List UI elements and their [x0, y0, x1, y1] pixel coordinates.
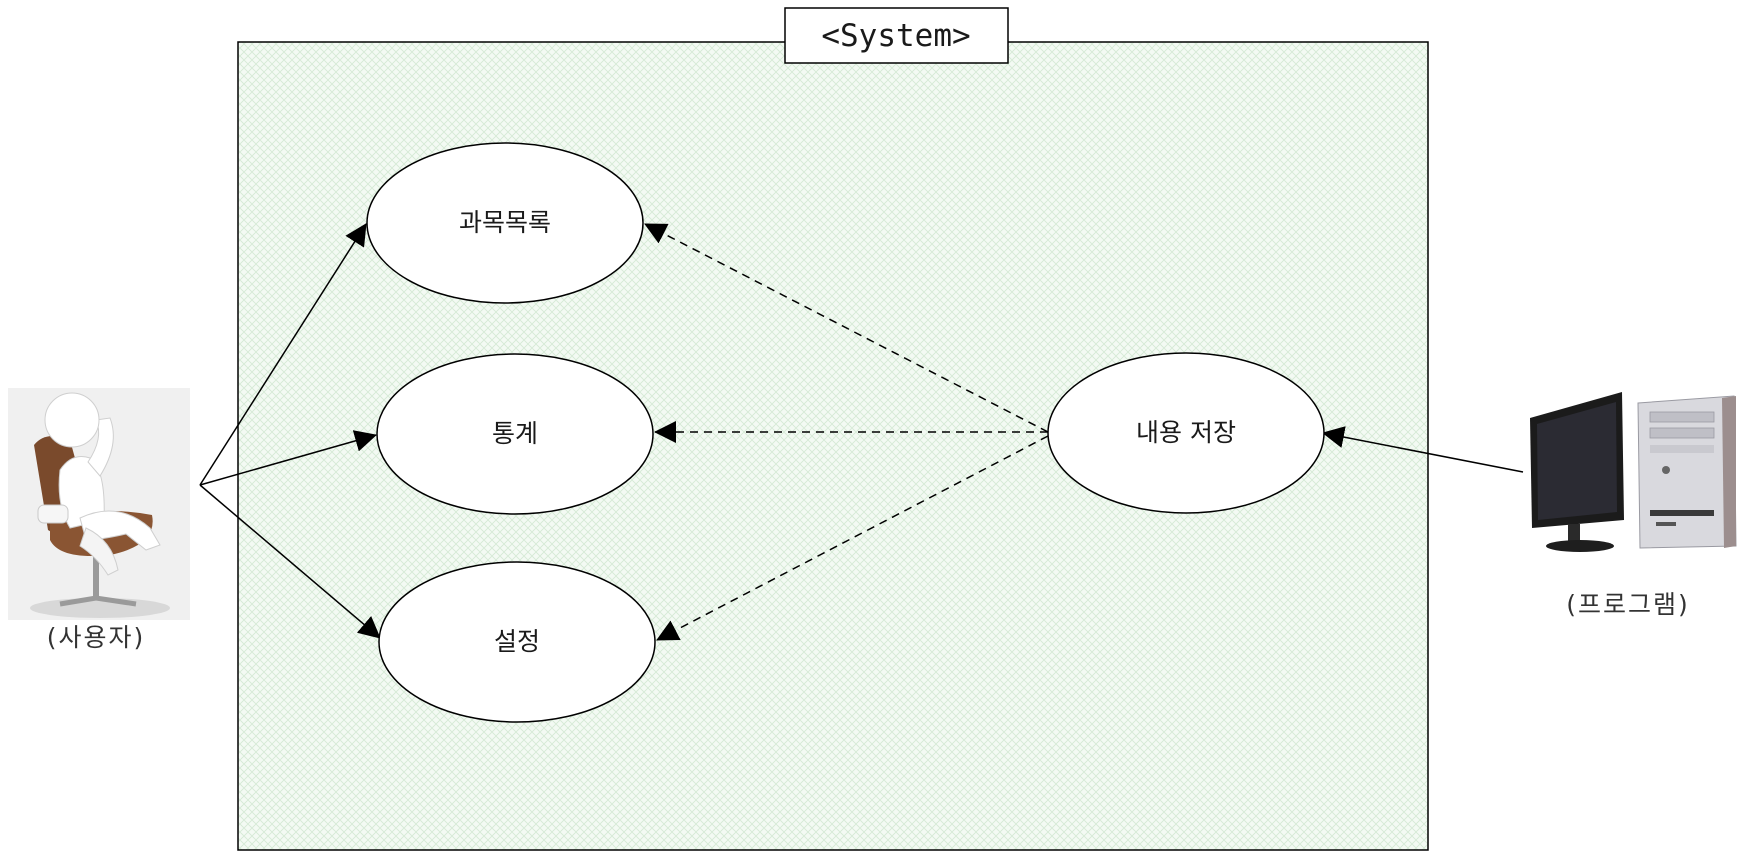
assoc-program-save — [1322, 426, 1524, 473]
dep-save-settings — [656, 435, 1049, 641]
user-associations — [199, 223, 381, 639]
use-case-save-content: 내용 저장 — [1047, 352, 1325, 514]
system-title-box: <System> — [784, 7, 1009, 64]
program-actor-label: (프로그램) — [1566, 590, 1690, 619]
dep-save-subject-list — [644, 223, 1049, 433]
use-case-save-content-label: 내용 저장 — [1136, 418, 1236, 447]
use-case-statistics: 통계 — [376, 353, 654, 515]
use-case-subject-list-label: 과목목록 — [459, 208, 551, 237]
assoc-user-statistics — [199, 430, 377, 486]
dependency-lines — [644, 223, 1049, 641]
assoc-user-subject-list — [199, 223, 367, 486]
user-actor: (사용자) — [8, 388, 190, 652]
assoc-user-settings — [199, 484, 381, 639]
use-case-subject-list: 과목목록 — [366, 142, 644, 304]
program-actor: (프로그램) — [1530, 392, 1737, 619]
system-title: <System> — [821, 18, 970, 54]
user-actor-label: (사용자) — [47, 623, 146, 652]
use-case-settings-label: 설정 — [494, 627, 540, 656]
use-case-statistics-label: 통계 — [492, 419, 538, 448]
use-case-settings: 설정 — [378, 561, 656, 723]
